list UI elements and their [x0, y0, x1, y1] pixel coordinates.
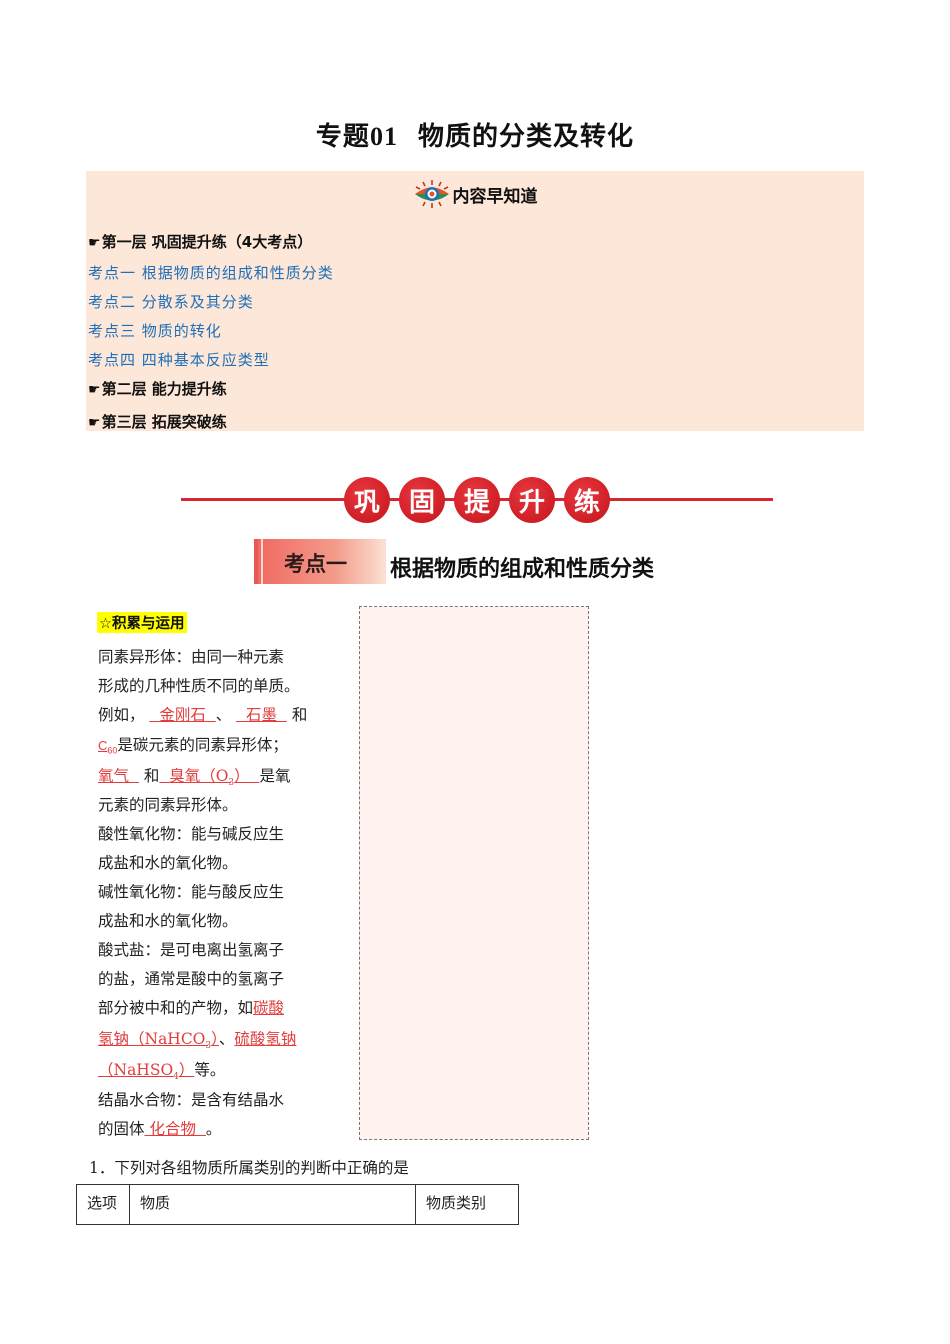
- note-line: 形成的几种性质不同的单质。: [98, 677, 300, 695]
- note-line: C60是碳元素的同素异形体；: [98, 733, 288, 756]
- answer-blank: C60: [98, 738, 118, 756]
- table-of-contents: 内容早知道 ☛第一层 巩固提升练（4大考点） 考点一 根据物质的组成和性质分类 …: [86, 171, 864, 431]
- notes-placeholder-box: [359, 606, 589, 1140]
- answer-blank: 化合物: [145, 1120, 206, 1138]
- note-text: 是碳元素的同素异形体；: [117, 736, 288, 754]
- answer-text: 氧气: [98, 767, 130, 785]
- title-prefix: 专题: [315, 122, 370, 152]
- note-text: 例如，: [98, 706, 145, 724]
- banner-char: 练: [564, 477, 610, 523]
- banner-char: 提: [454, 477, 500, 523]
- toc-layer-1[interactable]: ☛第一层 巩固提升练（4大考点）: [88, 231, 312, 252]
- toc-point-4[interactable]: 考点四 四种基本反应类型: [88, 351, 270, 369]
- toc-layer-3-label: 第三层 拓展突破练: [101, 413, 227, 431]
- banner-char: 升: [509, 477, 555, 523]
- toc-layer-1-label: 第一层 巩固提升练（4大考点）: [101, 233, 313, 251]
- table-header-cell: 物质类别: [415, 1184, 519, 1225]
- options-table: 选项 物质 物质类别: [76, 1184, 519, 1225]
- answer-text: C: [98, 738, 108, 753]
- note-text: 和: [143, 767, 160, 785]
- note-text: 部分被中和的产物，如: [98, 999, 254, 1017]
- note-line: 氧气 和 臭氧（O3） 是氧: [98, 764, 291, 788]
- toc-point-3[interactable]: 考点三 物质的转化: [88, 322, 222, 340]
- answer-text: 臭氧（O: [169, 767, 229, 785]
- question-1: 1．下列对各组物质所属类别的判断中正确的是: [89, 1159, 409, 1177]
- answer-text: 氢钠（NaHCO: [98, 1030, 206, 1048]
- note-line: （NaHSO4）等。: [98, 1058, 225, 1082]
- note-text: 的固体: [98, 1120, 145, 1138]
- subscript: 3: [228, 778, 235, 789]
- answer-blank: （NaHSO4）: [98, 1061, 195, 1083]
- section-label-box: 考点一: [254, 539, 386, 584]
- toc-point-1[interactable]: 考点一 根据物质的组成和性质分类: [88, 264, 334, 282]
- banner-char: 固: [399, 477, 445, 523]
- subscript: 4: [173, 1072, 179, 1083]
- note-text: 和: [291, 706, 308, 724]
- note-line: 结晶水合物：是含有结晶水: [98, 1091, 285, 1109]
- note-text: 、: [215, 706, 232, 724]
- note-line: 同素异形体：由同一种元素: [98, 648, 285, 666]
- note-line: 氢钠（NaHCO3）、硫酸氢钠: [98, 1027, 296, 1051]
- answer-blank: 金刚石: [149, 706, 215, 724]
- section-banner: 巩 固 提 升 练: [344, 477, 610, 523]
- note-line: 元素的同素异形体。: [98, 796, 238, 814]
- answer-text: ）: [234, 767, 250, 785]
- note-line: 成盐和水的氧化物。: [98, 912, 238, 930]
- note-text: 等。: [194, 1061, 226, 1079]
- pointing-hand-icon: ☛: [88, 382, 101, 398]
- toc-point-2[interactable]: 考点二 分散系及其分类: [88, 293, 254, 311]
- toc-header: 内容早知道: [86, 177, 864, 211]
- answer-text: 化合物: [149, 1120, 196, 1138]
- toc-header-label: 内容早知道: [452, 186, 538, 207]
- toc-layer-3[interactable]: ☛第三层 拓展突破练: [88, 411, 227, 432]
- title-number: 01: [369, 122, 398, 151]
- table-header-cell: 选项: [76, 1184, 130, 1225]
- title-text: 物质的分类及转化: [418, 122, 635, 152]
- note-text: 、: [218, 1030, 235, 1048]
- answer-blank: 氧气: [98, 767, 139, 785]
- subscript: 60: [107, 745, 118, 756]
- pointing-hand-icon: ☛: [88, 235, 101, 251]
- answer-text: 金刚石: [159, 706, 206, 724]
- note-text: 。: [205, 1120, 222, 1138]
- answer-text: 硫酸氢钠: [234, 1030, 297, 1048]
- note-text: 是氧: [259, 767, 291, 785]
- answer-text: ）: [178, 1061, 195, 1079]
- note-line: 酸性氧化物：能与碱反应生: [98, 825, 285, 843]
- note-line: 酸式盐：是可电离出氢离子: [98, 941, 285, 959]
- banner-char: 巩: [344, 477, 390, 523]
- eye-icon: [414, 180, 449, 208]
- note-line: 例如， 金刚石 、 石墨 和: [98, 703, 307, 725]
- toc-layer-2[interactable]: ☛第二层 能力提升练: [88, 378, 227, 399]
- toc-layer-2-label: 第二层 能力提升练: [101, 380, 227, 398]
- pointing-hand-icon: ☛: [88, 415, 101, 431]
- page-title: 专题01 物质的分类及转化: [0, 116, 950, 153]
- table-header-row: 选项 物质 物质类别: [76, 1184, 519, 1225]
- note-line: 的盐，通常是酸中的氢离子: [98, 970, 285, 988]
- answer-text: 石墨: [246, 706, 278, 724]
- table-header-cell: 物质: [129, 1184, 416, 1225]
- section-label: 考点一: [284, 552, 347, 576]
- subscript: 3: [205, 1041, 212, 1052]
- answer-text: ）: [211, 1030, 219, 1048]
- answer-text: （NaHSO: [98, 1061, 174, 1079]
- answer-text: 碳酸: [253, 999, 285, 1017]
- note-line: 部分被中和的产物，如碳酸: [98, 996, 284, 1018]
- note-line: 的固体 化合物 。: [98, 1117, 221, 1139]
- accumulate-heading: ☆积累与运用: [97, 612, 187, 633]
- answer-blank: 石墨: [236, 706, 287, 724]
- answer-blank: 氢钠（NaHCO3）: [98, 1030, 219, 1052]
- section-title: 根据物质的组成和性质分类: [390, 557, 655, 582]
- note-line: 成盐和水的氧化物。: [98, 854, 238, 872]
- answer-blank: 臭氧（O3）: [159, 767, 259, 789]
- note-line: 碱性氧化物：能与酸反应生: [98, 883, 285, 901]
